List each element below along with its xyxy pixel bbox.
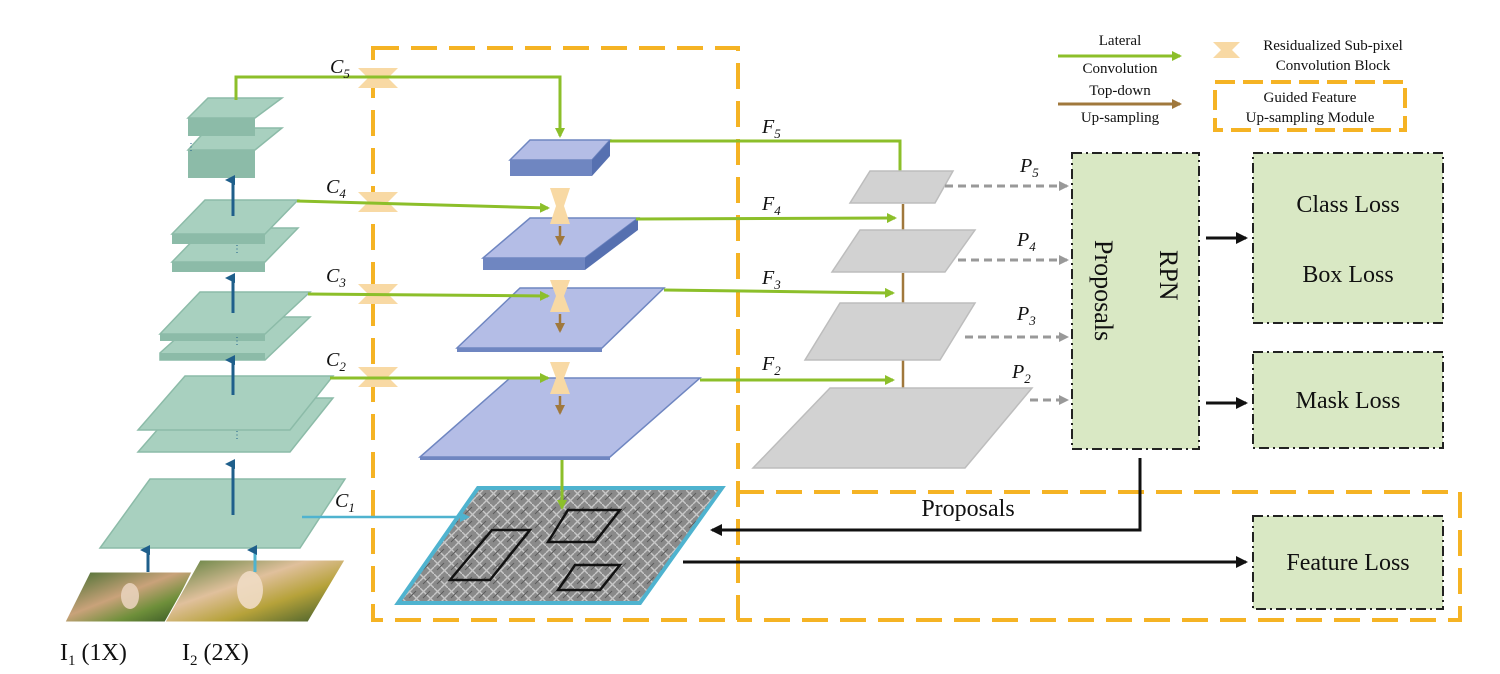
proposals-arrow-label: Proposals: [921, 496, 1014, 522]
pyramid-labels: P5 P4 P3 P2: [1011, 155, 1039, 386]
feature-loss-box: [1252, 515, 1444, 610]
label-f5: F5: [761, 116, 781, 141]
mask-loss-box: [1252, 351, 1444, 449]
input-label-1: I1 (1X): [60, 640, 127, 669]
svg-text:⋮: ⋮: [232, 430, 242, 441]
backbone: ⋮ ⋮ ⋮ ⋮: [98, 97, 347, 572]
label-c4: C4: [326, 176, 346, 201]
label-f3: F3: [761, 267, 781, 292]
label-c5: C5: [330, 56, 350, 81]
class-box-loss-box: [1252, 152, 1444, 324]
mask-loss-text: Mask Loss: [1296, 388, 1401, 414]
svg-text:⋮: ⋮: [186, 142, 196, 153]
legend-guided-box: [1213, 80, 1407, 132]
label-f4: F4: [761, 193, 781, 218]
input-label-2: I2 (2X): [182, 640, 249, 669]
label-p4: P4: [1016, 229, 1036, 254]
backbone-labels: C5 C4 C3 C2 C1: [326, 56, 355, 515]
lateral-labels: F5 F4 F3 F2: [761, 116, 781, 378]
label-p2: P2: [1011, 361, 1031, 386]
black-arrows: [683, 232, 1248, 568]
fused-feature-map: [394, 486, 726, 605]
pyramid-to-rpn-arrows: [945, 181, 1069, 405]
lateral-connections: [234, 75, 905, 510]
legend-lateral-line1: Lateral: [1099, 33, 1141, 49]
legend-subpixel-line1: Residualized Sub-pixel: [1263, 38, 1403, 54]
svg-text:⋮: ⋮: [232, 244, 242, 255]
rpn-proposals-label: Proposals: [1089, 240, 1118, 341]
label-c3: C3: [326, 265, 346, 290]
svg-text:⋮: ⋮: [232, 336, 242, 347]
legend-topdown-line2: Up-sampling: [1081, 110, 1160, 126]
feature-loss-text: Feature Loss: [1286, 550, 1409, 576]
label-c2: C2: [326, 349, 346, 374]
input-image-2: [164, 559, 346, 623]
legend: Lateral Convolution Top-down Up-sampling…: [1058, 33, 1407, 132]
legend-guided-line1: Guided Feature: [1264, 90, 1357, 106]
rpn-box: [1071, 152, 1200, 450]
input-image-1: [64, 571, 193, 623]
pyramid-layers: [751, 170, 1034, 469]
legend-lateral-line2: Convolution: [1082, 61, 1158, 77]
class-loss-text: Class Loss: [1296, 192, 1399, 218]
guided-module-frame: [371, 46, 1462, 622]
label-f2: F2: [761, 353, 781, 378]
box-loss-text: Box Loss: [1302, 262, 1393, 288]
legend-guided-line2: Up-sampling Module: [1246, 110, 1375, 126]
label-p5: P5: [1019, 155, 1039, 180]
rpn-label: RPN: [1154, 250, 1183, 301]
label-c1: C1: [335, 490, 355, 515]
legend-topdown-line1: Top-down: [1089, 83, 1151, 99]
legend-subpixel-line2: Convolution Block: [1276, 58, 1391, 74]
label-p3: P3: [1016, 303, 1036, 328]
